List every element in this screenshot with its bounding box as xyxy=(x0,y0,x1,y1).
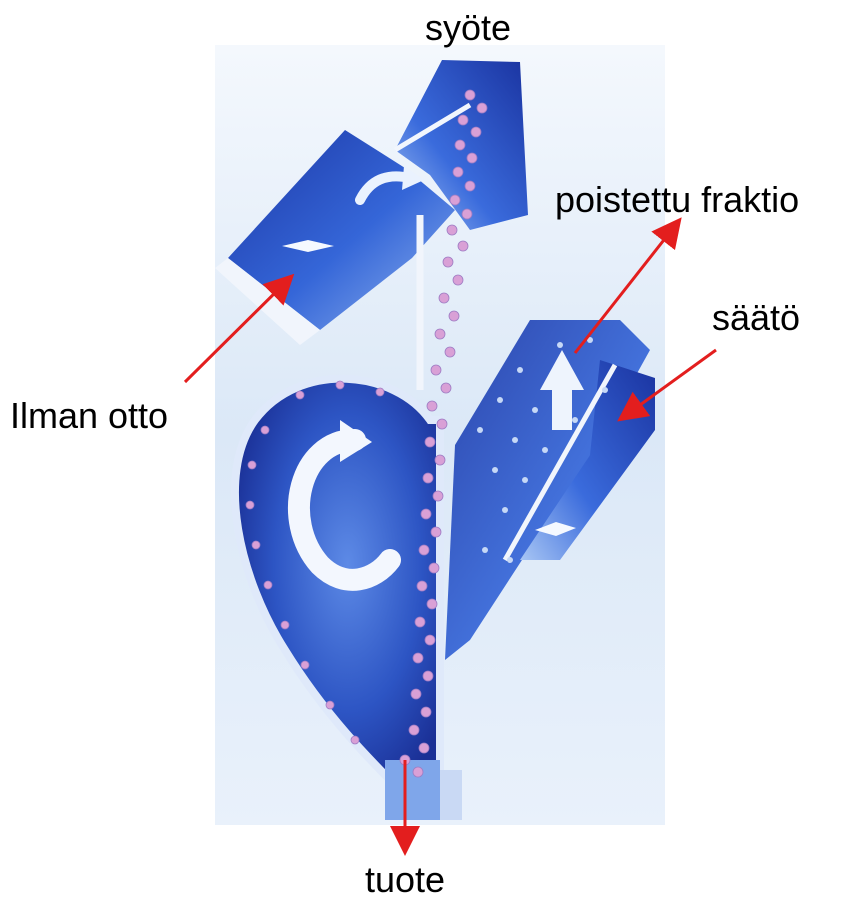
label-removed-fraction: poistettu fraktio xyxy=(555,182,799,218)
product-outlet xyxy=(385,760,440,820)
label-feed: syöte xyxy=(425,10,511,46)
label-product: tuote xyxy=(365,862,445,898)
label-air-intake: Ilman otto xyxy=(10,398,168,434)
label-adjustment: säätö xyxy=(712,300,800,336)
